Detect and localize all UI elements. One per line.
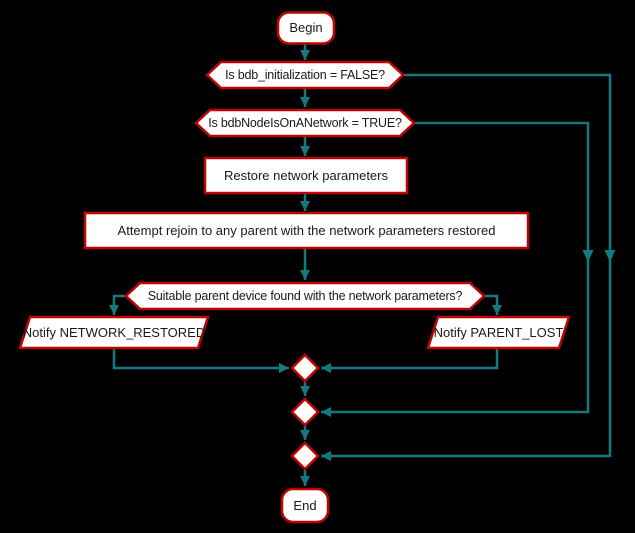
node-layer (18, 11, 571, 524)
mid-arrowhead-inner-bypass (582, 250, 594, 262)
node-decision2-label: Is bdbNodeIsOnANetwork = TRUE? (208, 115, 402, 130)
node-decision1-shape (205, 60, 405, 90)
node-decision3-shape (124, 281, 486, 311)
edge-decision3-to-output-left (109, 294, 126, 315)
node-decision2-shape (194, 108, 416, 138)
node-output-left-shape (18, 315, 210, 350)
node-end-shape (280, 487, 330, 524)
node-begin-shape (276, 11, 336, 45)
node-process1-label: Restore network parameters (223, 168, 388, 183)
node-end-label: End (293, 498, 317, 513)
node-process2-label: Attempt rejoin to any parent with the ne… (117, 223, 496, 238)
node-decision1-label: Is bdb_initialization = FALSE? (225, 67, 385, 82)
node-merge3-shape (290, 441, 320, 471)
node-output-right-shape (426, 315, 571, 350)
edge-output-right-to-merge1 (321, 349, 499, 373)
edge-decision1-bypass-to-merge3 (321, 73, 612, 461)
edge-decision3-to-output-right (484, 294, 502, 315)
edge-layer (109, 44, 616, 486)
edge-decision2-bypass-to-merge2 (321, 121, 590, 417)
node-process1-shape (203, 156, 409, 195)
node-merge1-shape (290, 353, 320, 383)
node-output-right-label: Notify PARENT_LOST (433, 325, 564, 340)
node-begin-label: Begin (289, 20, 323, 35)
edge-output-left-to-merge1 (112, 349, 289, 373)
mid-arrowhead-outer-bypass (604, 250, 616, 262)
node-process2-shape (83, 211, 530, 250)
node-output-left-label: Notify NETWORK_RESTORED (22, 325, 206, 340)
node-merge2-shape (290, 397, 320, 427)
node-decision3-label: Suitable parent device found with the ne… (147, 288, 463, 303)
